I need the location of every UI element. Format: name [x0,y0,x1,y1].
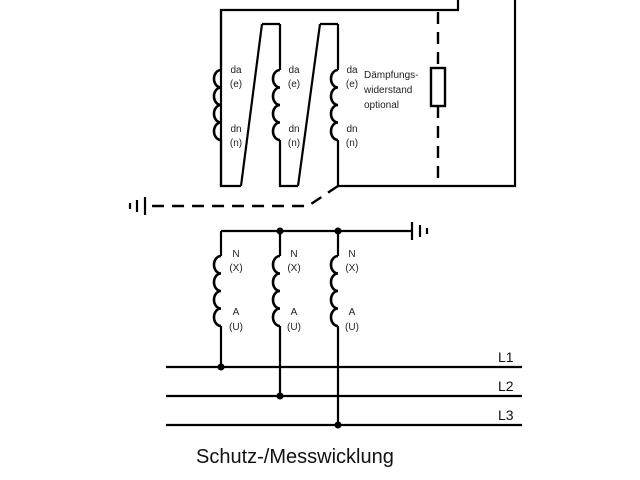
phase-label-l3: L3 [498,407,514,423]
resistor-label-line-3: optional [364,100,399,111]
sec-1-bottom-alt: (n) [230,138,242,149]
primary-section: N (X) A (U) N (X) A (U) N (X) A (U) [212,222,429,425]
sec-1-top: da [230,65,242,76]
diagram-caption: Schutz-/Messwicklung [196,446,394,468]
resistor-label-line-1: Dämpfungs- [364,70,418,81]
damping-resistor [429,66,447,108]
top-frame-wire [219,0,460,186]
pri-2-bottom: A [291,307,298,318]
sec-2-bottom: dn [288,124,299,135]
primary-coil-3 [329,254,339,328]
delta-link-1 [239,23,264,187]
sec-2-bottom-alt: (n) [288,138,300,149]
primary-coil-2 [271,254,281,328]
pri-3-bottom-alt: (U) [345,322,359,333]
junction-dot [334,421,342,429]
pri-1-bottom-alt: (U) [229,322,243,333]
pri-1-bottom: A [233,307,240,318]
secondary-coil-1 [212,68,222,142]
right-frame-wire [338,0,517,188]
pri-2-top: N [290,249,297,260]
secondary-section: da (e) dn (n) da (e) dn (n) da (e) dn (n… [212,0,517,188]
sec-3-bottom-alt: (n) [346,138,358,149]
secondary-earth [128,185,339,215]
pri-2-bottom-alt: (U) [287,322,301,333]
phase-label-l2: L2 [498,378,514,394]
junction-dot [276,392,284,400]
pri-1-top: N [232,249,239,260]
pri-3-bottom: A [349,307,356,318]
phase-lines: L1 L2 L3 [166,349,522,429]
sec-2-top-alt: (e) [288,79,300,90]
secondary-coil-3 [329,68,339,142]
sec-1-top-alt: (e) [230,79,242,90]
phase-label-l1: L1 [498,349,514,365]
pri-3-top-alt: (X) [345,263,358,274]
pri-2-top-alt: (X) [287,263,300,274]
secondary-coil-2 [271,68,281,142]
sec-1-bottom: dn [230,124,241,135]
winding-1-wire [219,10,241,188]
junction-dot [217,363,225,371]
sec-3-bottom: dn [346,124,357,135]
sec-3-top-alt: (e) [346,79,358,90]
winding-2-wire [278,24,298,188]
sec-3-top: da [346,65,358,76]
sec-2-top: da [288,65,300,76]
delta-link-2 [296,23,322,187]
pri-1-top-alt: (X) [229,263,242,274]
secondary-earth-dashed-wire [145,185,339,208]
resistor-label-line-2: widerstand [363,85,412,96]
primary-coil-1 [212,254,222,328]
pri-3-top: N [348,249,355,260]
